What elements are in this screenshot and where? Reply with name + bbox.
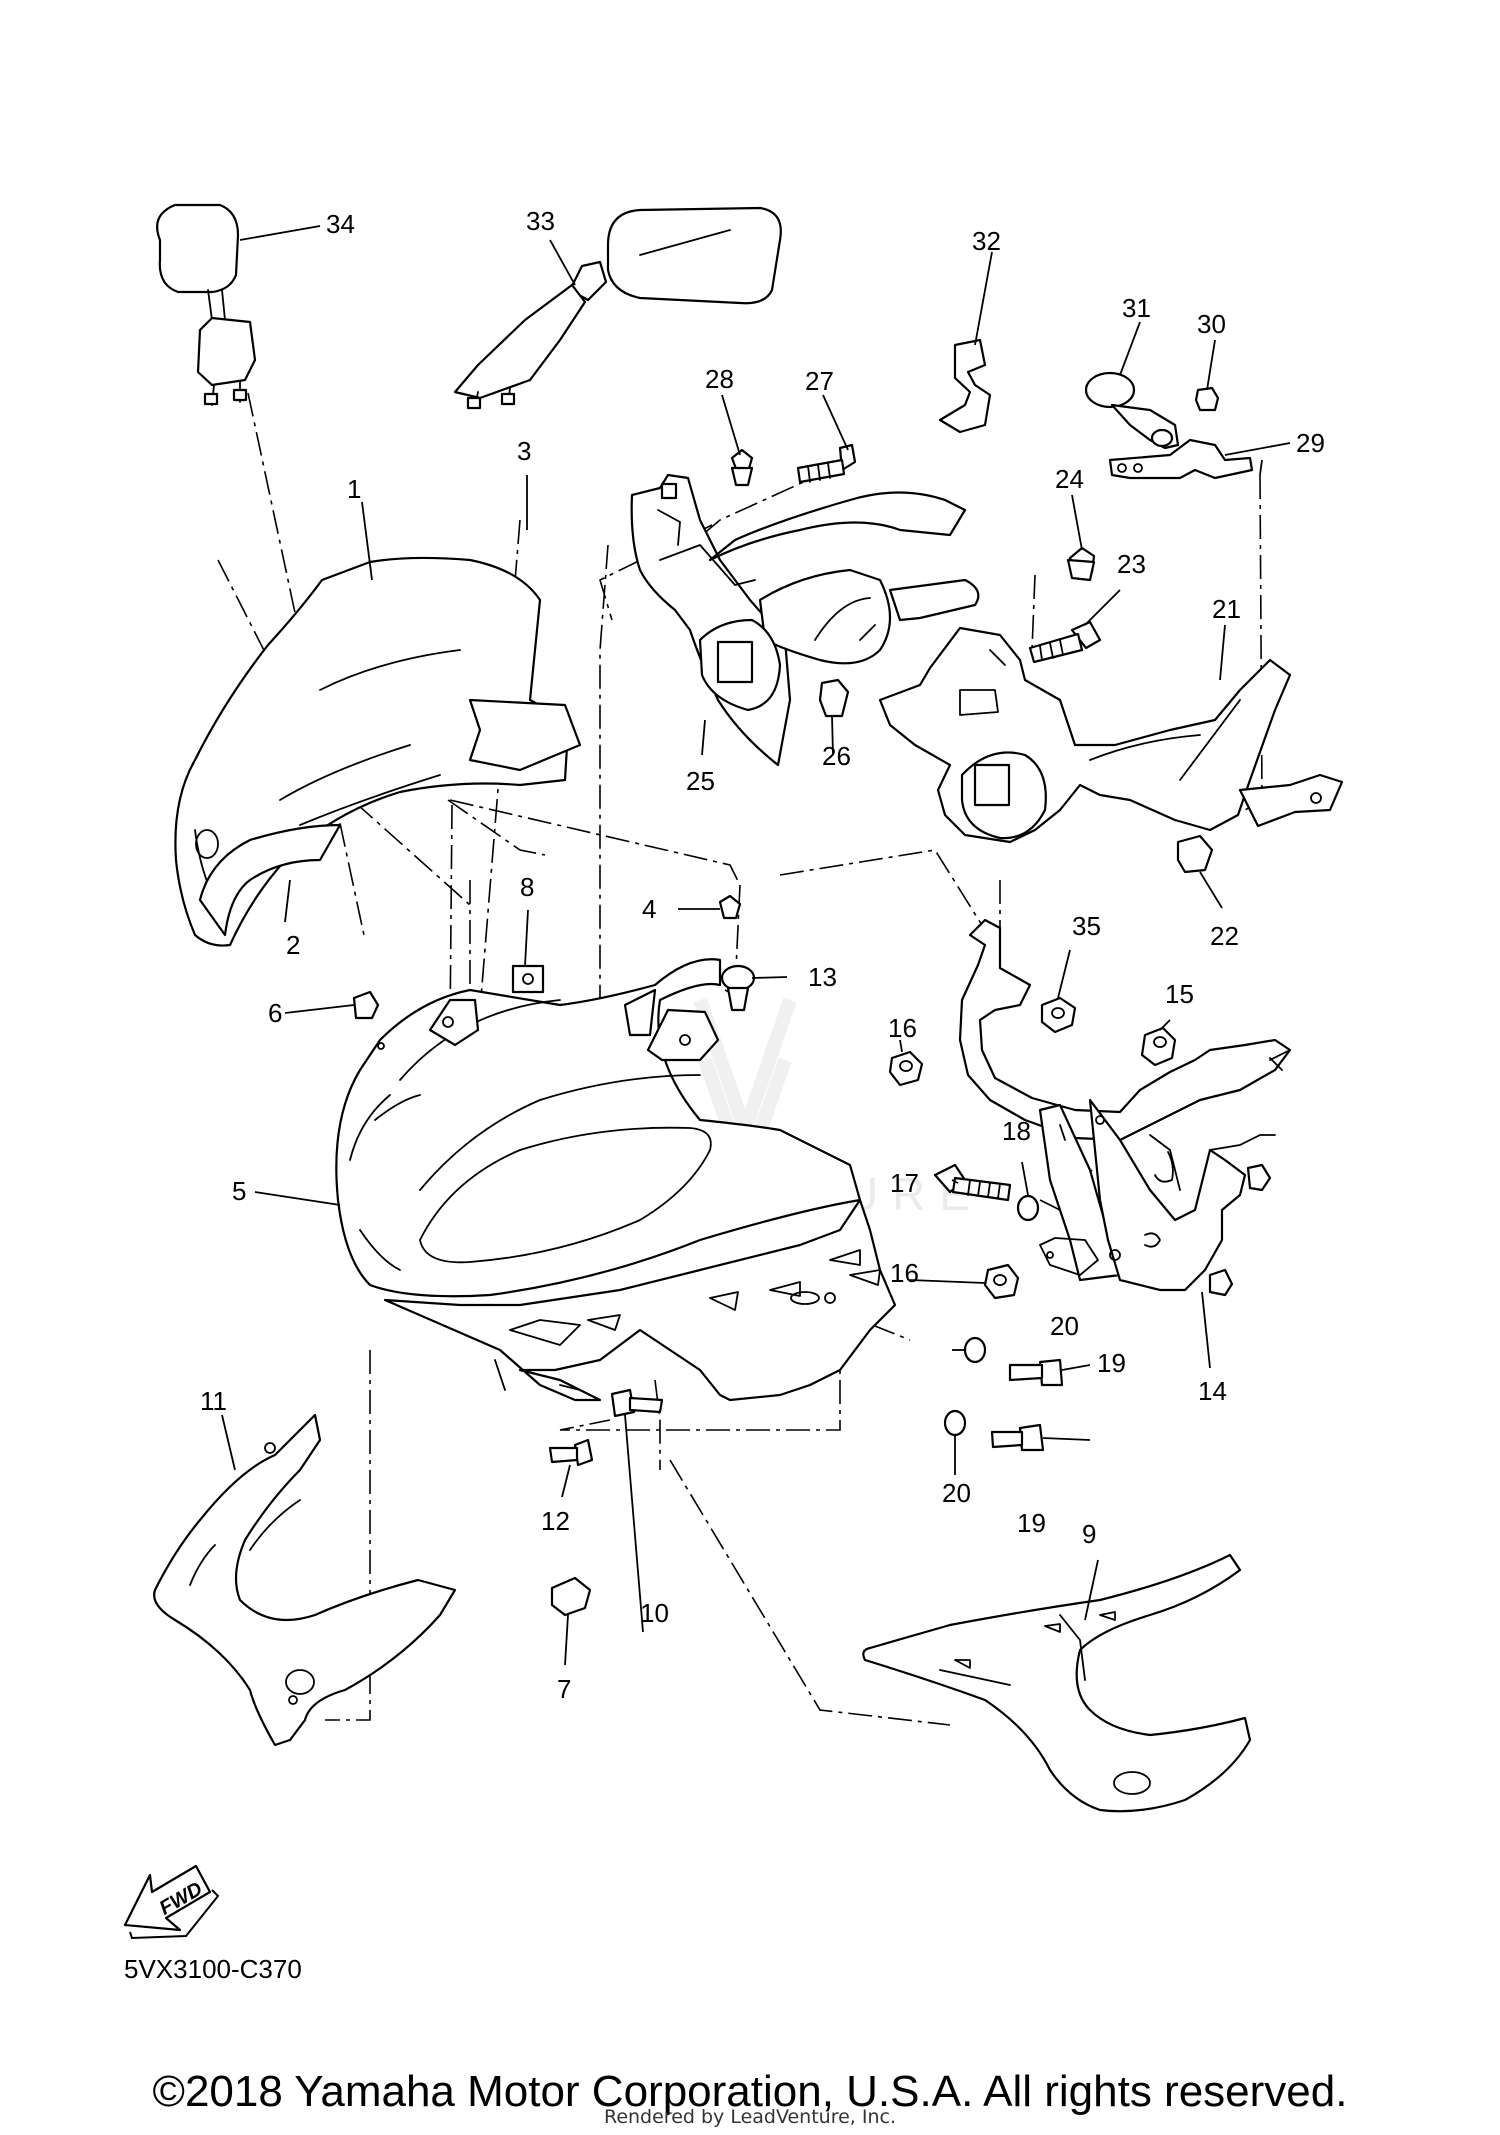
copyright-notice: ©2018 Yamaha Motor Corporation, U.S.A. A… [152, 2067, 1348, 2116]
callout-15: 15 [1165, 979, 1194, 1009]
fairing-stay [958, 918, 1292, 1297]
callout-32: 32 [972, 226, 1001, 256]
callout-5: 5 [232, 1176, 246, 1206]
callout-3: 3 [517, 436, 531, 466]
rivet-28 [730, 448, 754, 487]
callout-20-upper: 20 [1050, 1311, 1079, 1341]
nut-8 [511, 964, 545, 994]
callout-9: 9 [1082, 1519, 1096, 1549]
callout-16-upper: 16 [888, 1013, 917, 1043]
callout-12: 12 [541, 1506, 570, 1536]
right-mirror [453, 206, 782, 410]
left-side-cover [153, 1413, 457, 1747]
clamp-31 [1084, 371, 1180, 450]
leader-lines [221, 225, 1291, 1666]
rivet-24 [1066, 546, 1096, 582]
callout-30: 30 [1197, 309, 1226, 339]
callout-1: 1 [347, 474, 361, 504]
side-cowl-panel [383, 1198, 897, 1402]
windscreen-trim [198, 698, 582, 937]
callout-19-upper: 19 [1097, 1348, 1126, 1378]
callout-2: 2 [286, 930, 300, 960]
rivet-4 [718, 894, 742, 920]
bolt-17 [933, 1163, 1012, 1202]
screw-12 [548, 1438, 594, 1467]
callout-16-lower: 16 [890, 1258, 919, 1288]
rubber-16-lower [983, 1263, 1020, 1300]
diagram-code: 5VX3100-C370 [124, 1954, 302, 1984]
callout-18: 18 [1002, 1116, 1031, 1146]
rubber-16-upper [888, 1050, 924, 1087]
callout-23: 23 [1117, 549, 1146, 579]
screw-23 [1028, 620, 1102, 664]
right-inner-panel [878, 626, 1344, 844]
callout-34: 34 [326, 209, 355, 239]
fairing-mounts [428, 988, 720, 1062]
washer-18 [1016, 1194, 1040, 1222]
fwd-arrow-icon: FWD [123, 1864, 220, 1940]
washer-20-upper [963, 1336, 987, 1364]
callout-13: 13 [808, 962, 837, 992]
callout-24: 24 [1055, 464, 1084, 494]
nut-35 [1040, 996, 1077, 1034]
clip-22 [1176, 834, 1214, 874]
callout-31: 31 [1122, 293, 1151, 323]
screw-10 [610, 1388, 664, 1418]
upper-fairing [335, 958, 862, 1298]
callout-11: 11 [200, 1386, 227, 1416]
grommet-6 [352, 990, 380, 1020]
rubber-15 [1140, 1026, 1177, 1067]
callout-29: 29 [1296, 428, 1325, 458]
callout-19-lower: 19 [1017, 1508, 1046, 1538]
callout-8: 8 [520, 872, 534, 902]
callout-22: 22 [1210, 921, 1239, 951]
callout-10: 10 [640, 1598, 669, 1628]
screw-27 [796, 443, 857, 484]
bracket-29 [1108, 438, 1254, 480]
callout-26: 26 [822, 741, 851, 771]
callout-35: 35 [1072, 911, 1101, 941]
callout-27: 27 [805, 366, 834, 396]
left-inner-panel [630, 473, 980, 767]
clip-26 [818, 678, 850, 718]
callout-21: 21 [1212, 594, 1241, 624]
clip-13 [720, 964, 756, 1012]
callout-28: 28 [705, 364, 734, 394]
callout-6: 6 [268, 998, 282, 1028]
callout-17: 17 [890, 1168, 919, 1198]
cap-30 [1194, 386, 1220, 412]
nut-7 [550, 1576, 592, 1617]
callout-7: 7 [557, 1674, 571, 1704]
callout-14: 14 [1198, 1376, 1227, 1406]
callout-20-lower: 20 [942, 1478, 971, 1508]
callout-33: 33 [526, 206, 555, 236]
callout-25: 25 [686, 766, 715, 796]
washer-20-lower [943, 1409, 967, 1437]
bolt-19-lower [990, 1423, 1045, 1452]
callout-labels: 1 2 3 4 5 6 7 8 9 10 11 12 13 14 15 16 1… [200, 206, 1325, 1704]
right-side-cover [862, 1553, 1252, 1813]
callout-4: 4 [642, 894, 656, 924]
bolt-19-upper [1008, 1358, 1064, 1387]
left-mirror [156, 203, 257, 406]
bracket-32 [938, 338, 992, 434]
rendered-by-notice: Rendered by LeadVenture, Inc. [603, 2106, 897, 2128]
